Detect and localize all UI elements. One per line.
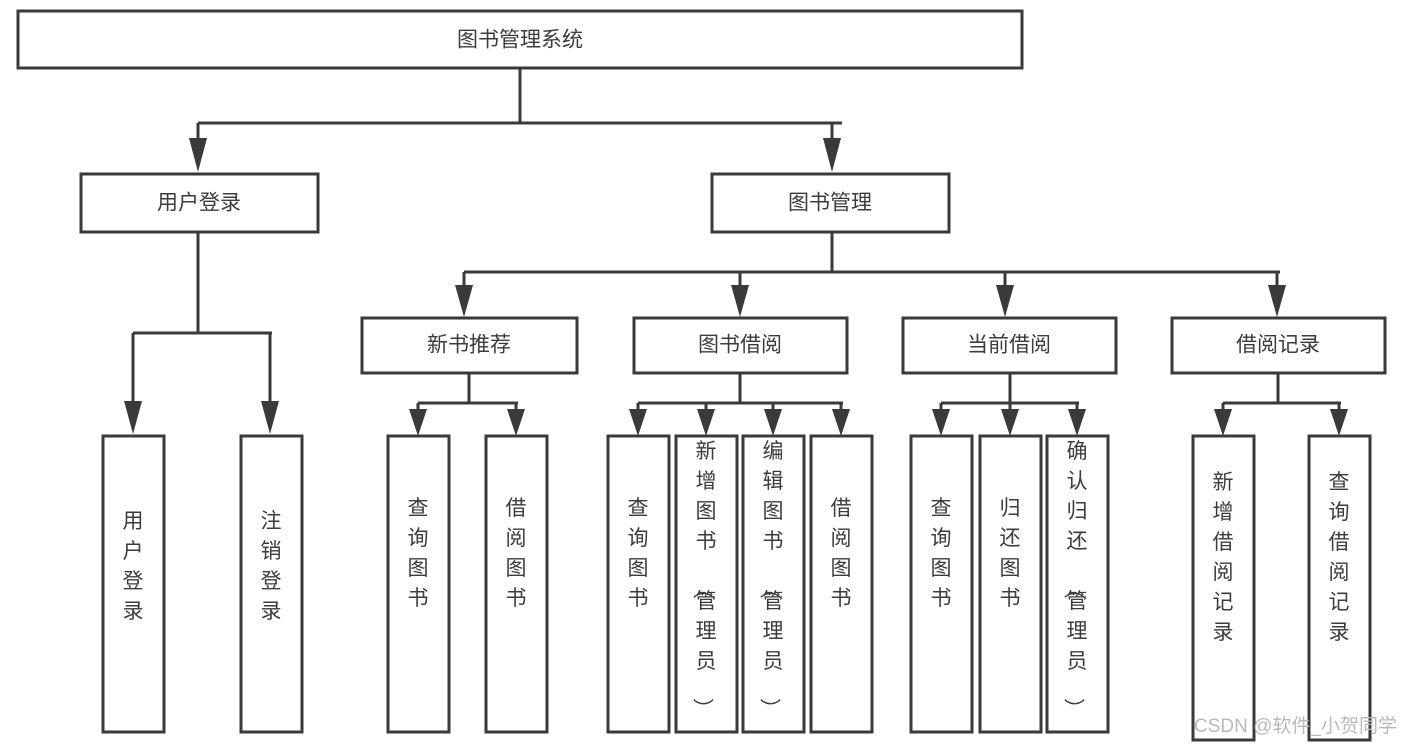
arrow-head-icon: [261, 401, 279, 434]
leaf-node-user-login[interactable]: 用户登录: [101, 434, 166, 734]
arrow-head-icon: [629, 409, 647, 436]
arrow-head-icon: [1001, 409, 1019, 436]
node-root-box[interactable]: [16, 9, 1024, 70]
leaf-node-query-book-newrec-box[interactable]: [386, 434, 451, 734]
leaf-node-query-book-newrec[interactable]: 查询图书: [386, 434, 451, 734]
connectors-record-to-leaves: [1214, 373, 1348, 436]
node-new-book-recommend-label: 新书推荐: [427, 334, 511, 357]
leaf-node-query-book-current-label: 查询图书: [931, 497, 952, 610]
leaf-node-return-book[interactable]: 归还图书: [978, 434, 1043, 734]
node-book-management-label: 图书管理: [788, 192, 872, 215]
arrow-head-icon: [455, 285, 473, 317]
node-root-label: 图书管理系统: [457, 29, 583, 52]
node-root[interactable]: 图书管理系统: [16, 9, 1024, 70]
node-book-management-box[interactable]: [710, 172, 951, 234]
csdn-watermark: CSDN @软件_小贺同学: [1194, 715, 1397, 737]
leaf-node-user-login-label: 用户登录: [123, 510, 144, 623]
leaf-node-add-book-admin[interactable]: 新增图书（管理员）: [674, 434, 739, 734]
arrow-head-icon: [697, 409, 715, 436]
arrow-head-icon: [1214, 409, 1232, 436]
leaf-node-query-book-newrec-label: 查询图书: [408, 497, 429, 610]
node-user-login[interactable]: 用户登录: [79, 172, 320, 234]
leaf-node-edit-book-admin[interactable]: 编辑图书（管理员）: [741, 434, 806, 734]
connectors-root-to-level2: [189, 68, 842, 172]
connectors-login-to-leaves: [124, 232, 279, 434]
arrow-head-icon: [823, 138, 841, 172]
node-borrow-record-box[interactable]: [1170, 316, 1387, 375]
node-book-borrow-label: 图书借阅: [698, 334, 782, 357]
arrow-head-icon: [731, 285, 749, 317]
arrow-head-icon: [1330, 409, 1348, 436]
node-new-book-recommend-box[interactable]: [360, 316, 579, 375]
leaf-node-query-borrow-record-box[interactable]: [1307, 434, 1372, 742]
connectors-borrow-to-leaves: [629, 373, 850, 436]
leaf-node-query-borrow-record-label: 查询借阅记录: [1329, 471, 1350, 644]
node-borrow-record-label: 借阅记录: [1236, 334, 1320, 357]
arrow-head-icon: [832, 409, 850, 436]
leaf-node-query-book-current[interactable]: 查询图书: [909, 434, 974, 734]
leaf-node-confirm-return-admin-box[interactable]: [1045, 434, 1110, 734]
arrow-head-icon: [1068, 409, 1086, 436]
leaf-node-query-book-borrow-label: 查询图书: [628, 497, 649, 610]
arrow-head-icon: [507, 409, 525, 436]
leaf-node-borrow-book-newrec[interactable]: 借阅图书: [484, 434, 549, 734]
node-new-book-recommend[interactable]: 新书推荐: [360, 316, 579, 375]
connectors-current-to-leaves: [932, 373, 1086, 436]
leaf-node-query-book-borrow[interactable]: 查询图书: [606, 434, 671, 734]
leaf-node-borrow-book-borrow-box[interactable]: [809, 434, 874, 734]
node-book-borrow[interactable]: 图书借阅: [632, 316, 849, 375]
leaf-node-add-book-admin-box[interactable]: [674, 434, 739, 734]
arrow-head-icon: [189, 138, 207, 172]
node-user-login-box[interactable]: [79, 172, 320, 234]
leaf-node-query-borrow-record[interactable]: 查询借阅记录: [1307, 434, 1372, 742]
leaf-node-borrow-book-borrow[interactable]: 借阅图书: [809, 434, 874, 734]
leaf-node-query-book-current-box[interactable]: [909, 434, 974, 734]
arrow-head-icon: [764, 409, 782, 436]
connectors-books-to-level3: [455, 232, 1286, 317]
leaf-node-borrow-book-newrec-box[interactable]: [484, 434, 549, 734]
leaf-node-logout[interactable]: 注销登录: [239, 434, 304, 734]
node-current-borrow-box[interactable]: [901, 316, 1118, 375]
connectors-newbook-to-leaves: [409, 373, 525, 436]
node-current-borrow-label: 当前借阅: [967, 334, 1051, 357]
leaf-node-confirm-return-admin-label: 确认归还（管理员）: [1062, 440, 1088, 719]
arrow-head-icon: [932, 409, 950, 436]
leaf-node-edit-book-admin-label: 编辑图书（管理员）: [758, 440, 784, 719]
leaf-node-logout-label: 注销登录: [261, 510, 282, 623]
node-book-borrow-box[interactable]: [632, 316, 849, 375]
leaf-node-return-book-label: 归还图书: [1000, 497, 1021, 610]
arrow-head-icon: [124, 401, 142, 434]
leaf-node-add-book-admin-label: 新增图书（管理员）: [691, 440, 717, 719]
arrow-head-icon: [409, 409, 427, 436]
leaf-node-logout-box[interactable]: [239, 434, 304, 734]
leaf-node-add-borrow-record-box[interactable]: [1191, 434, 1256, 742]
leaf-node-borrow-book-newrec-label: 借阅图书: [506, 497, 527, 610]
node-user-login-label: 用户登录: [157, 192, 241, 215]
leaf-node-edit-book-admin-box[interactable]: [741, 434, 806, 734]
leaf-node-add-borrow-record-label: 新增借阅记录: [1213, 471, 1234, 644]
leaf-node-query-book-borrow-box[interactable]: [606, 434, 671, 734]
leaf-node-return-book-box[interactable]: [978, 434, 1043, 734]
node-book-management[interactable]: 图书管理: [710, 172, 951, 234]
leaf-node-borrow-book-borrow-label: 借阅图书: [831, 497, 852, 610]
arrow-head-icon: [1268, 285, 1286, 317]
leaf-node-confirm-return-admin[interactable]: 确认归还（管理员）: [1045, 434, 1110, 734]
node-borrow-record[interactable]: 借阅记录: [1170, 316, 1387, 375]
node-current-borrow[interactable]: 当前借阅: [901, 316, 1118, 375]
leaf-node-add-borrow-record[interactable]: 新增借阅记录: [1191, 434, 1256, 742]
leaf-node-user-login-box[interactable]: [101, 434, 166, 734]
arrow-head-icon: [996, 285, 1014, 317]
